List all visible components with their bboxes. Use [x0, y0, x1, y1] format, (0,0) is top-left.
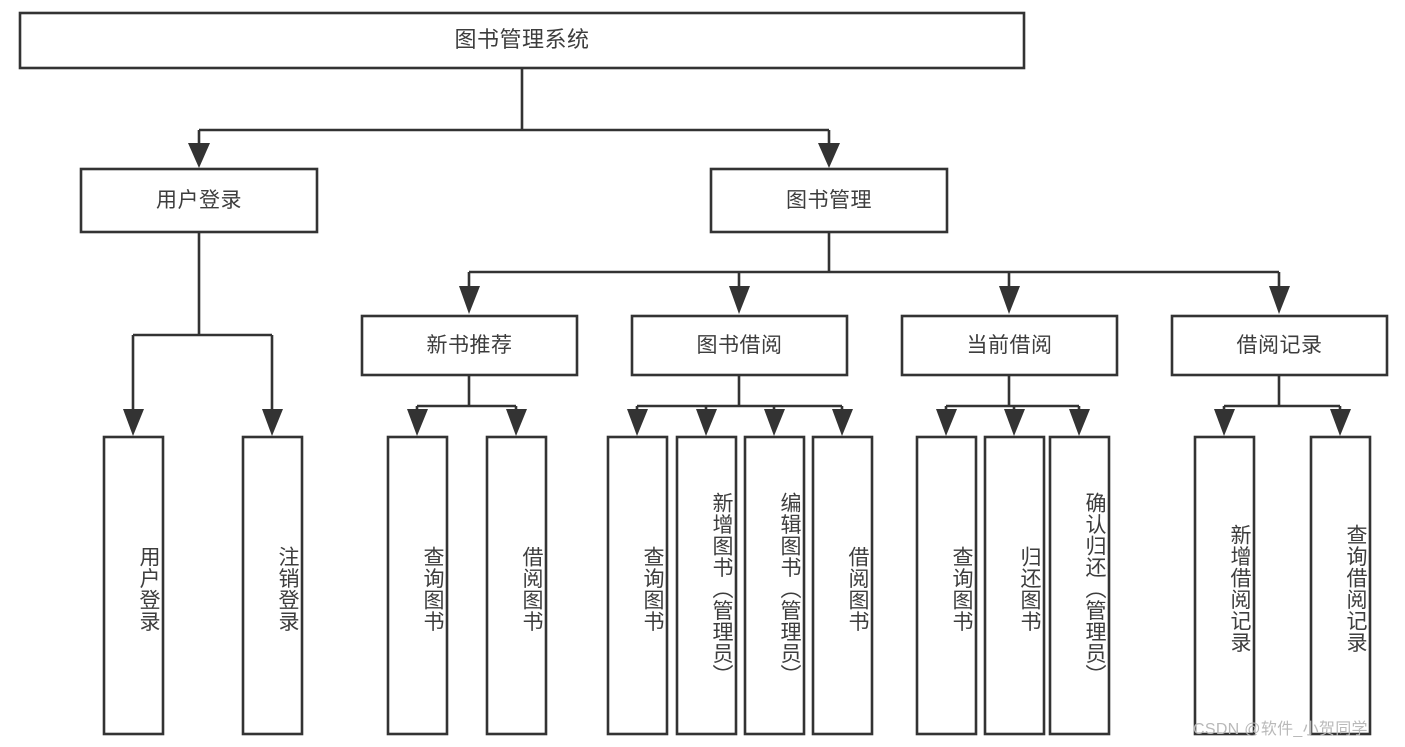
node-box-leaf-user-logout[interactable] — [241, 435, 304, 736]
node-box-book-manage[interactable] — [709, 167, 949, 234]
arrow-borrow-record-to-leaf-1 — [1214, 409, 1235, 436]
edge-group-borrow-record — [1214, 375, 1351, 436]
edge-group-user-login — [123, 232, 283, 436]
arrow-root-to-user-login — [188, 143, 210, 168]
arrow-root-to-book-manage — [818, 143, 840, 168]
node-box-leaf-return-book[interactable] — [983, 435, 1046, 736]
node-box-leaf-add-book[interactable] — [675, 435, 738, 736]
edge-group-new-book-recommend — [407, 375, 527, 436]
edge-root-trunk — [197, 68, 831, 146]
node-box-book-borrow[interactable] — [630, 314, 849, 377]
arrow-book-borrow-to-leaf-2 — [696, 409, 717, 436]
node-box-leaf-query-book-1[interactable] — [386, 435, 449, 736]
arrow-book-manage-to-new-book-recommend — [459, 286, 480, 314]
node-box-new-book-recommend[interactable] — [360, 314, 579, 377]
arrow-user-login-to-leaf-2 — [262, 409, 283, 436]
node-box-borrow-record[interactable] — [1170, 314, 1389, 377]
node-box-leaf-user-login[interactable] — [102, 435, 165, 736]
arrow-new-book-recommend-to-leaf-1 — [407, 409, 428, 436]
node-box-leaf-borrow-book-1[interactable] — [485, 435, 548, 736]
node-box-leaf-confirm-return[interactable] — [1048, 435, 1111, 736]
arrow-new-book-recommend-to-leaf-2 — [506, 409, 527, 436]
edge-book-borrow-trunk — [635, 375, 844, 412]
arrow-current-borrow-to-leaf-3 — [1069, 409, 1090, 436]
edge-group-book-borrow — [627, 375, 853, 436]
node-box-user-login[interactable] — [79, 167, 319, 234]
csdn-watermark: CSDN @软件_小贺同学 — [1193, 721, 1368, 738]
arrow-borrow-record-to-leaf-2 — [1330, 409, 1351, 436]
edge-current-borrow-trunk — [944, 375, 1081, 412]
arrow-book-manage-to-borrow-record — [1269, 286, 1290, 314]
node-box-leaf-query-record[interactable] — [1309, 435, 1372, 736]
arrow-book-manage-to-book-borrow — [729, 286, 750, 314]
arrow-user-login-to-leaf-1 — [123, 409, 144, 436]
edge-borrow-record-trunk — [1222, 375, 1342, 412]
edge-group-root — [188, 68, 840, 168]
node-boxes — [18, 11, 1389, 736]
edge-new-book-recommend-trunk — [415, 375, 518, 412]
node-box-leaf-borrow-book-2[interactable] — [811, 435, 874, 736]
edge-group-current-borrow — [936, 375, 1090, 436]
node-box-leaf-edit-book[interactable] — [743, 435, 806, 736]
edge-group-book-manage — [459, 232, 1290, 314]
node-box-current-borrow[interactable] — [900, 314, 1119, 377]
arrow-current-borrow-to-leaf-2 — [1004, 409, 1025, 436]
arrow-book-borrow-to-leaf-3 — [764, 409, 785, 436]
arrow-current-borrow-to-leaf-1 — [936, 409, 957, 436]
edge-book-manage-trunk — [467, 232, 1281, 288]
node-box-leaf-query-book-3[interactable] — [915, 435, 978, 736]
node-box-root[interactable] — [18, 11, 1026, 70]
arrow-book-manage-to-current-borrow — [999, 286, 1020, 314]
edge-user-login-trunk — [131, 232, 274, 412]
arrow-book-borrow-to-leaf-4 — [832, 409, 853, 436]
node-box-leaf-add-record[interactable] — [1193, 435, 1256, 736]
arrow-book-borrow-to-leaf-1 — [627, 409, 648, 436]
node-box-leaf-query-book-2[interactable] — [606, 435, 669, 736]
